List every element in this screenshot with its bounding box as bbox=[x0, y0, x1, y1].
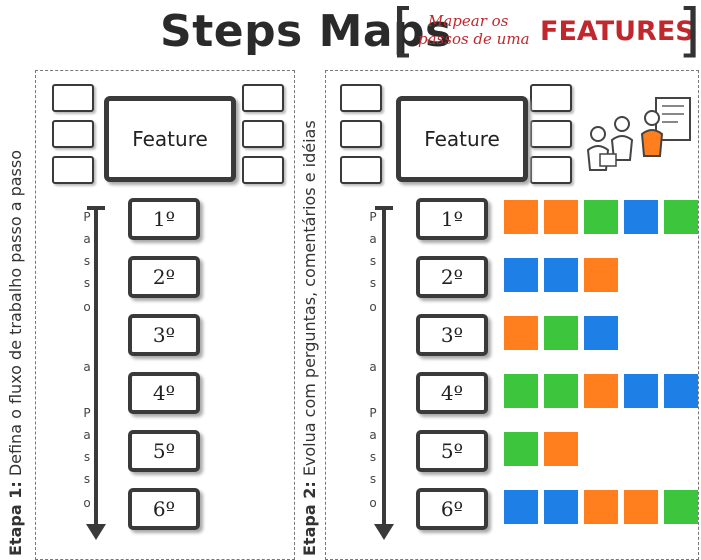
sticky-note-blue bbox=[664, 374, 698, 408]
step-box-5: 5º bbox=[128, 430, 200, 472]
story-box bbox=[530, 84, 572, 112]
step-box-5: 5º bbox=[416, 430, 488, 472]
sticky-note-green bbox=[584, 200, 618, 234]
sticky-note-orange bbox=[504, 316, 538, 350]
step-box-4: 4º bbox=[416, 372, 488, 414]
title-bracket-open: [ bbox=[392, 0, 415, 64]
arrow-letter: o bbox=[369, 300, 377, 314]
title-subtitle-line1: Mapear os bbox=[428, 12, 509, 30]
step-box-2: 2º bbox=[128, 256, 200, 298]
story-box bbox=[52, 120, 94, 148]
passo-arrow-line bbox=[382, 206, 386, 524]
story-box bbox=[340, 84, 382, 112]
sticky-note-green bbox=[544, 374, 578, 408]
sticky-note-orange bbox=[624, 490, 658, 524]
arrow-letter: s bbox=[83, 450, 91, 464]
story-box bbox=[242, 120, 284, 148]
arrow-letter: a bbox=[83, 428, 91, 442]
stage2-label: Etapa 2: Evolua com perguntas, comentári… bbox=[300, 120, 319, 556]
arrow-letter: a bbox=[369, 232, 377, 246]
page-title: Steps Maps bbox=[160, 6, 452, 57]
arrow-letter: s bbox=[369, 472, 377, 486]
feature-box: Feature bbox=[396, 96, 528, 182]
title-bracket-close: ] bbox=[678, 0, 701, 64]
story-box bbox=[530, 156, 572, 184]
arrow-letter: P bbox=[369, 406, 377, 420]
sticky-note-orange bbox=[584, 490, 618, 524]
step-box-3: 3º bbox=[416, 314, 488, 356]
title-subtitle-emphasis: FEATURES bbox=[540, 16, 695, 47]
arrow-down-icon bbox=[374, 524, 394, 540]
step-box-1: 1º bbox=[128, 198, 200, 240]
arrow-letter: s bbox=[83, 472, 91, 486]
arrow-letter: s bbox=[83, 254, 91, 268]
story-box bbox=[52, 84, 94, 112]
arrow-letter: s bbox=[369, 450, 377, 464]
sticky-note-blue bbox=[584, 316, 618, 350]
arrow-letter: a bbox=[83, 232, 91, 246]
sticky-note-blue bbox=[504, 490, 538, 524]
team-illustration-icon bbox=[586, 97, 691, 171]
sticky-note-blue bbox=[624, 374, 658, 408]
step-box-6: 6º bbox=[128, 488, 200, 530]
story-box bbox=[340, 156, 382, 184]
sticky-note-orange bbox=[584, 374, 618, 408]
story-box bbox=[530, 120, 572, 148]
sticky-note-orange bbox=[544, 432, 578, 466]
sticky-note-blue bbox=[544, 490, 578, 524]
sticky-note-blue bbox=[544, 258, 578, 292]
step-box-4: 4º bbox=[128, 372, 200, 414]
arrow-letter: o bbox=[83, 496, 91, 510]
arrow-letter: a bbox=[369, 428, 377, 442]
arrow-letter: s bbox=[83, 276, 91, 290]
step-box-3: 3º bbox=[128, 314, 200, 356]
arrow-letter: P bbox=[83, 210, 91, 224]
arrow-letter: s bbox=[369, 276, 377, 290]
story-box bbox=[242, 156, 284, 184]
step-box-6: 6º bbox=[416, 488, 488, 530]
sticky-note-green bbox=[544, 316, 578, 350]
sticky-note-green bbox=[664, 490, 698, 524]
feature-box: Feature bbox=[104, 96, 236, 182]
sticky-note-orange bbox=[504, 200, 538, 234]
sticky-note-orange bbox=[544, 200, 578, 234]
sticky-note-orange bbox=[584, 258, 618, 292]
stage1-label: Etapa 1: Defina o fluxo de trabalho pass… bbox=[6, 149, 25, 556]
sticky-note-green bbox=[664, 200, 698, 234]
story-box bbox=[242, 84, 284, 112]
sticky-note-green bbox=[504, 432, 538, 466]
arrow-letter: a bbox=[83, 360, 91, 374]
sticky-note-blue bbox=[504, 258, 538, 292]
step-box-1: 1º bbox=[416, 198, 488, 240]
story-box bbox=[340, 120, 382, 148]
step-box-2: 2º bbox=[416, 256, 488, 298]
story-box bbox=[52, 156, 94, 184]
arrow-letter: s bbox=[369, 254, 377, 268]
arrow-letter: o bbox=[83, 300, 91, 314]
arrow-down-icon bbox=[86, 524, 106, 540]
title-subtitle-line2: passos de uma bbox=[418, 30, 530, 48]
sticky-note-blue bbox=[624, 200, 658, 234]
arrow-letter: P bbox=[369, 210, 377, 224]
passo-arrow-line bbox=[94, 206, 98, 524]
arrow-letter: o bbox=[369, 496, 377, 510]
arrow-letter: P bbox=[83, 406, 91, 420]
arrow-letter: a bbox=[369, 360, 377, 374]
sticky-note-green bbox=[504, 374, 538, 408]
